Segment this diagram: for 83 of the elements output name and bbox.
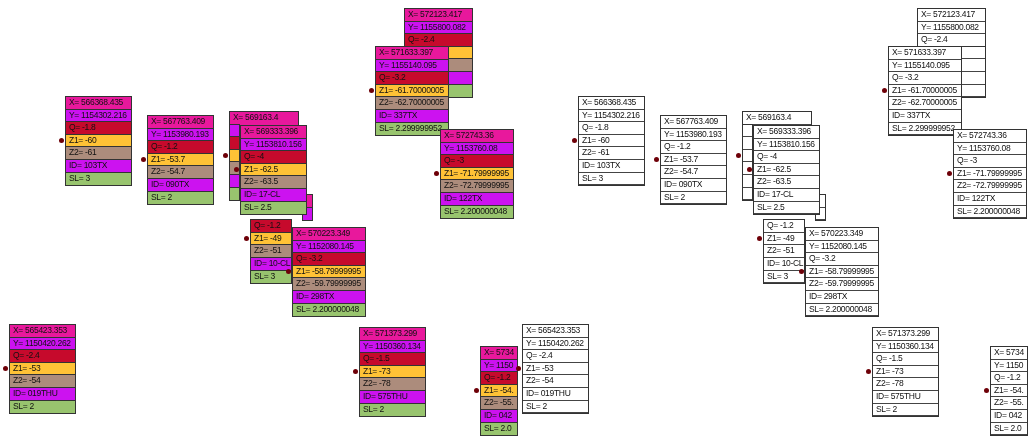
attribute-row: X= 571373.299 — [873, 328, 938, 341]
label-table — [953, 129, 1027, 220]
attribute-row: Q= -2.4 — [405, 34, 472, 47]
attribute-row: Z2= -54 — [523, 375, 588, 388]
attribute-row: X= 567763.409 — [661, 116, 726, 129]
attribute-row: Q= -1.8 — [66, 122, 131, 135]
attribute-row: Q= -2.4 — [10, 350, 75, 363]
attribute-row: Z2= -55. — [481, 397, 517, 410]
attribute-row: Q= -1.2 — [148, 141, 213, 154]
attribute-row: Z2= -72.79999995 — [954, 180, 1026, 193]
attribute-row: X= 5734 — [991, 347, 1027, 360]
label-table — [147, 115, 214, 206]
attribute-row: Z2= -62.70000005 — [889, 97, 961, 110]
attribute-row: X= 572123.417 — [918, 9, 985, 22]
attribute-row: Z2= -51 — [251, 245, 291, 258]
attribute-row: X= 566368.435 — [66, 97, 131, 110]
label-table — [9, 324, 76, 415]
label-table — [990, 346, 1028, 437]
label-table — [359, 327, 426, 418]
label-table — [480, 346, 518, 437]
attribute-row: X= 572743.36 — [441, 130, 513, 143]
attribute-row: Z2= -61 — [579, 147, 644, 160]
label-table — [763, 219, 805, 285]
attribute-row: Z2= -63.5 — [241, 176, 306, 189]
label-table — [404, 8, 473, 48]
attribute-row: X= 567763.409 — [148, 116, 213, 129]
attribute-row: Z2= -78 — [873, 378, 938, 391]
attribute-row: Q= -1.5 — [360, 353, 425, 366]
attribute-row: Q= -1.8 — [579, 122, 644, 135]
label-table — [917, 8, 986, 48]
attribute-row: X= 569163.4 — [230, 112, 298, 125]
attribute-row: X= 5734 — [481, 347, 517, 360]
attribute-row: X= 571633.397 — [889, 47, 961, 60]
attribute-row: Q= -1.2 — [661, 141, 726, 154]
attribute-row: X= 569163.4 — [743, 112, 811, 125]
attribute-row: Q= -3.2 — [806, 253, 878, 266]
attribute-row: X= 566368.435 — [579, 97, 644, 110]
attribute-row: Z2= -54 — [10, 375, 75, 388]
attribute-row: Q= -3.2 — [293, 253, 365, 266]
attribute-row: Q= -1.5 — [873, 353, 938, 366]
attribute-row: X= 565423.353 — [10, 325, 75, 338]
label-table — [578, 96, 645, 187]
attribute-row: Q= -1.2 — [481, 372, 517, 385]
attribute-row: Z2= -59.79999995 — [806, 278, 878, 291]
label-table — [872, 327, 939, 418]
attribute-row: Z2= -63.5 — [754, 176, 819, 189]
label-table — [440, 129, 514, 220]
attribute-row: X= 569333.396 — [754, 126, 819, 139]
attribute-row: Q= -1.2 — [251, 220, 291, 233]
label-table — [660, 115, 727, 206]
attribute-row: Q= -3.2 — [889, 72, 961, 85]
attribute-row: X= 569333.396 — [241, 126, 306, 139]
attribute-row: X= 565423.353 — [523, 325, 588, 338]
attribute-row: X= 571633.397 — [376, 47, 448, 60]
attribute-row: Q= -1.2 — [764, 220, 804, 233]
attribute-row: Z2= -78 — [360, 378, 425, 391]
attribute-row: Q= -3 — [441, 155, 513, 168]
attribute-row: Z2= -54.7 — [148, 166, 213, 179]
label-table — [240, 125, 307, 216]
attribute-row: Q= -3.2 — [376, 72, 448, 85]
attribute-row: Z2= -55. — [991, 397, 1027, 410]
label-table — [805, 227, 879, 318]
attribute-row: Z2= -59.79999995 — [293, 278, 365, 291]
attribute-row: Q= -4 — [241, 151, 306, 164]
attribute-row: Z2= -51 — [764, 245, 804, 258]
label-table — [65, 96, 132, 187]
attribute-row: Z2= -72.79999995 — [441, 180, 513, 193]
attribute-row: X= 570223.349 — [293, 228, 365, 241]
label-table — [292, 227, 366, 318]
label-table — [753, 125, 820, 216]
attribute-row: X= 572123.417 — [405, 9, 472, 22]
attribute-row: Q= -3 — [954, 155, 1026, 168]
attribute-row: Q= -2.4 — [523, 350, 588, 363]
attribute-row: X= 571373.299 — [360, 328, 425, 341]
label-table — [522, 324, 589, 415]
attribute-row: Z2= -54.7 — [661, 166, 726, 179]
attribute-row: Q= -1.2 — [991, 372, 1027, 385]
attribute-row: Z2= -61 — [66, 147, 131, 160]
attribute-row: X= 572743.36 — [954, 130, 1026, 143]
attribute-row: Z2= -62.70000005 — [376, 97, 448, 110]
attribute-row: X= 570223.349 — [806, 228, 878, 241]
label-table — [250, 219, 292, 285]
attribute-row: Q= -4 — [754, 151, 819, 164]
